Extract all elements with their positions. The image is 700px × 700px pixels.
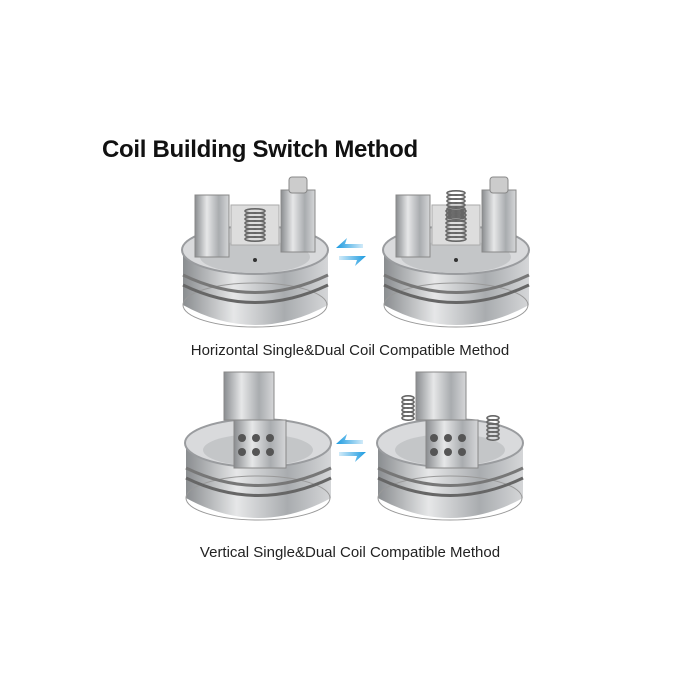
vertical-dual-coil-deck-image [376,371,524,521]
vertical-single-coil-deck-image [184,371,332,521]
switch-arrows-icon [336,434,366,462]
horizontal-method-caption: Horizontal Single&Dual Coil Compatible M… [190,342,510,359]
page-title: Coil Building Switch Method [102,136,418,163]
switch-arrows-icon [336,238,366,266]
horizontal-single-coil-deck-image [181,176,329,328]
vertical-method-caption: Vertical Single&Dual Coil Compatible Met… [199,544,501,561]
horizontal-dual-coil-deck-image [382,176,530,328]
